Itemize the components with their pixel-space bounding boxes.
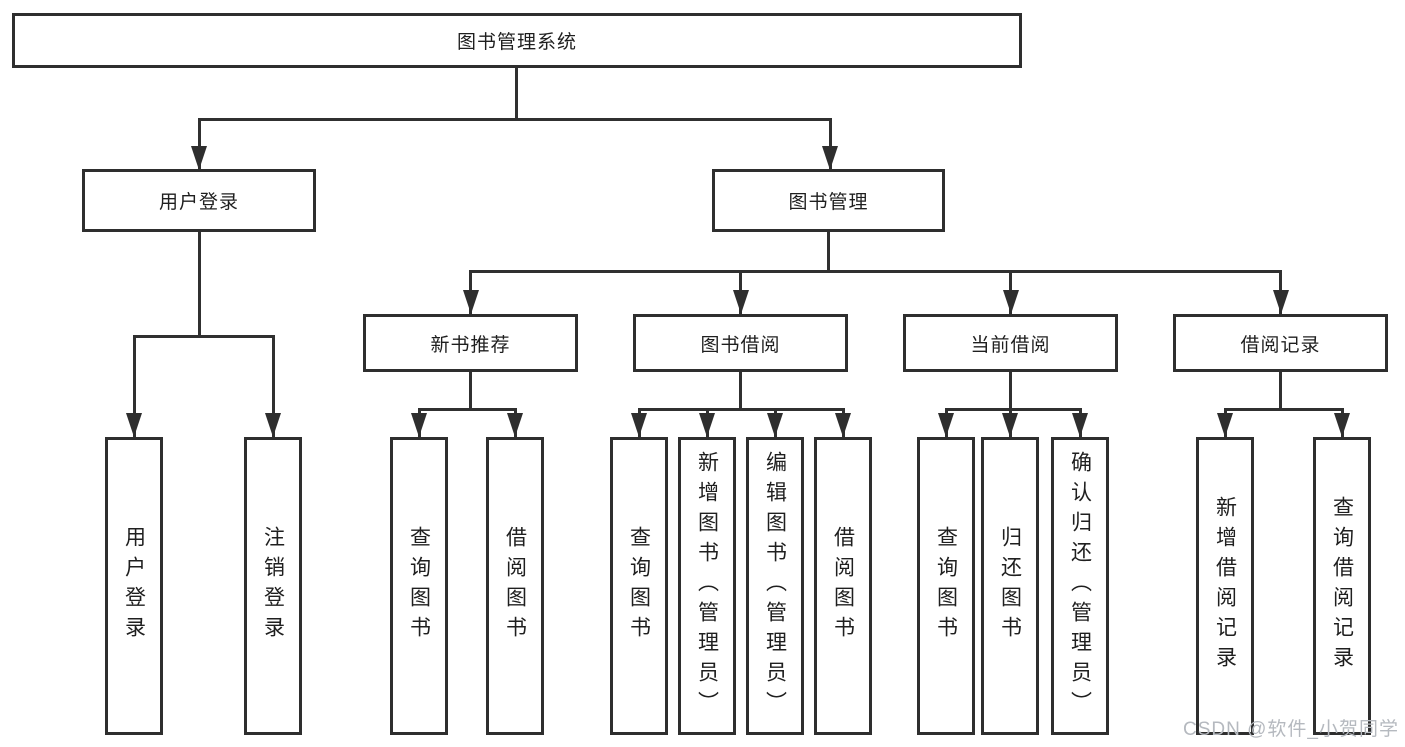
connector-line [469,372,472,411]
node-leaf-return-books: 归还图书 [981,437,1039,735]
connector-line [469,270,1282,273]
connector-line [1009,372,1012,411]
arrow-down-icon [767,413,783,437]
node-label: 借阅图书 [831,526,855,646]
arrow-down-icon [1217,413,1233,437]
node-leaf-query-books-current: 查询图书 [917,437,975,735]
connector-line [944,408,1082,411]
node-label: 注销登录 [261,526,285,646]
node-book-borrowing: 图书借阅 [633,314,848,372]
node-library-management-system: 图书管理系统 [12,13,1022,68]
node-leaf-query-books-borrowing: 查询图书 [610,437,668,735]
node-label: 图书管理 [788,192,869,213]
node-label: 图书借阅 [700,334,781,356]
connector-line [132,335,136,437]
node-label: 归还图书 [998,526,1022,646]
node-leaf-borrow-books: 借阅图书 [814,437,872,735]
arrow-down-icon [938,413,954,437]
node-label: 图书管理系统 [456,32,577,53]
node-leaf-add-borrow-record: 新增借阅记录 [1196,437,1254,735]
arrow-down-icon [191,146,207,170]
connector-line [132,335,275,338]
arrow-down-icon [1002,413,1018,437]
node-label: 用户登录 [122,526,146,646]
node-label: 新增借阅记录 [1213,496,1237,676]
node-label: 编辑图书（管理员） [763,451,787,721]
connector-line [827,232,830,273]
node-label: 借阅记录 [1240,334,1321,356]
arrow-down-icon [631,413,647,437]
node-label: 新增图书（管理员） [695,451,719,721]
arrow-down-icon [507,413,523,437]
node-leaf-query-books-recommend: 查询图书 [390,437,448,735]
connector-line [637,408,845,411]
arrow-down-icon [462,290,479,314]
arrow-down-icon [1272,290,1289,314]
node-label: 查询图书 [407,526,431,646]
arrow-down-icon [265,413,281,437]
node-new-book-recommendation: 新书推荐 [363,314,578,372]
connector-line [828,118,832,170]
node-label: 查询图书 [934,526,958,646]
node-book-management-branch: 图书管理 [712,169,945,232]
csdn-watermark: CSDN @软件_小贺同学 [1183,719,1399,740]
node-leaf-edit-book-admin: 编辑图书（管理员） [746,437,804,735]
node-borrowing-records: 借阅记录 [1173,314,1388,372]
connector-line [197,118,201,170]
connector-line [197,118,832,121]
arrow-down-icon [732,290,749,314]
arrow-down-icon [835,413,851,437]
node-user-login-branch: 用户登录 [82,169,316,232]
connector-line [514,68,518,121]
arrow-down-icon [1072,413,1088,437]
node-leaf-logout: 注销登录 [244,437,302,735]
arrow-down-icon [1334,413,1350,437]
node-leaf-add-book-admin: 新增图书（管理员） [678,437,736,735]
node-current-borrowing: 当前借阅 [903,314,1118,372]
connector-line [1279,372,1282,411]
node-label: 新书推荐 [430,334,511,356]
node-label: 查询借阅记录 [1330,496,1354,676]
node-leaf-borrow-books-recommend: 借阅图书 [486,437,544,735]
node-label: 借阅图书 [503,526,527,646]
connector-line [1223,408,1344,411]
arrow-down-icon [1002,290,1019,314]
arrow-down-icon [411,413,427,437]
connector-line [417,408,517,411]
node-label: 当前借阅 [970,334,1051,356]
node-label: 确认归还（管理员） [1068,451,1092,721]
node-label: 用户登录 [158,192,239,213]
arrow-down-icon [822,146,838,170]
connector-line [197,232,201,338]
arrow-down-icon [699,413,715,437]
node-label: 查询图书 [627,526,651,646]
arrow-down-icon [126,413,142,437]
connector-line [271,335,275,437]
node-leaf-query-borrow-record: 查询借阅记录 [1313,437,1371,735]
node-leaf-confirm-return-admin: 确认归还（管理员） [1051,437,1109,735]
node-leaf-user-login: 用户登录 [105,437,163,735]
connector-line [739,372,742,411]
